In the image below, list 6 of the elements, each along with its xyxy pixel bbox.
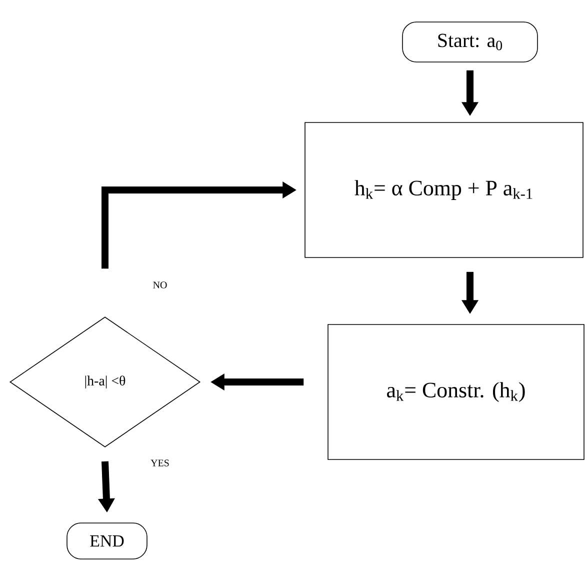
process-box: a$_{k}$= Constr. (h$_{k}$) [328,324,584,460]
start-terminal: Start: a$_{0}$ [402,22,538,62]
edge-label: YES [150,458,170,468]
process-box: h$_{k}$= α Comp + P a$_{k-1}$ [304,122,584,258]
edge-label: NO [152,280,168,290]
end-terminal: END [66,522,148,560]
